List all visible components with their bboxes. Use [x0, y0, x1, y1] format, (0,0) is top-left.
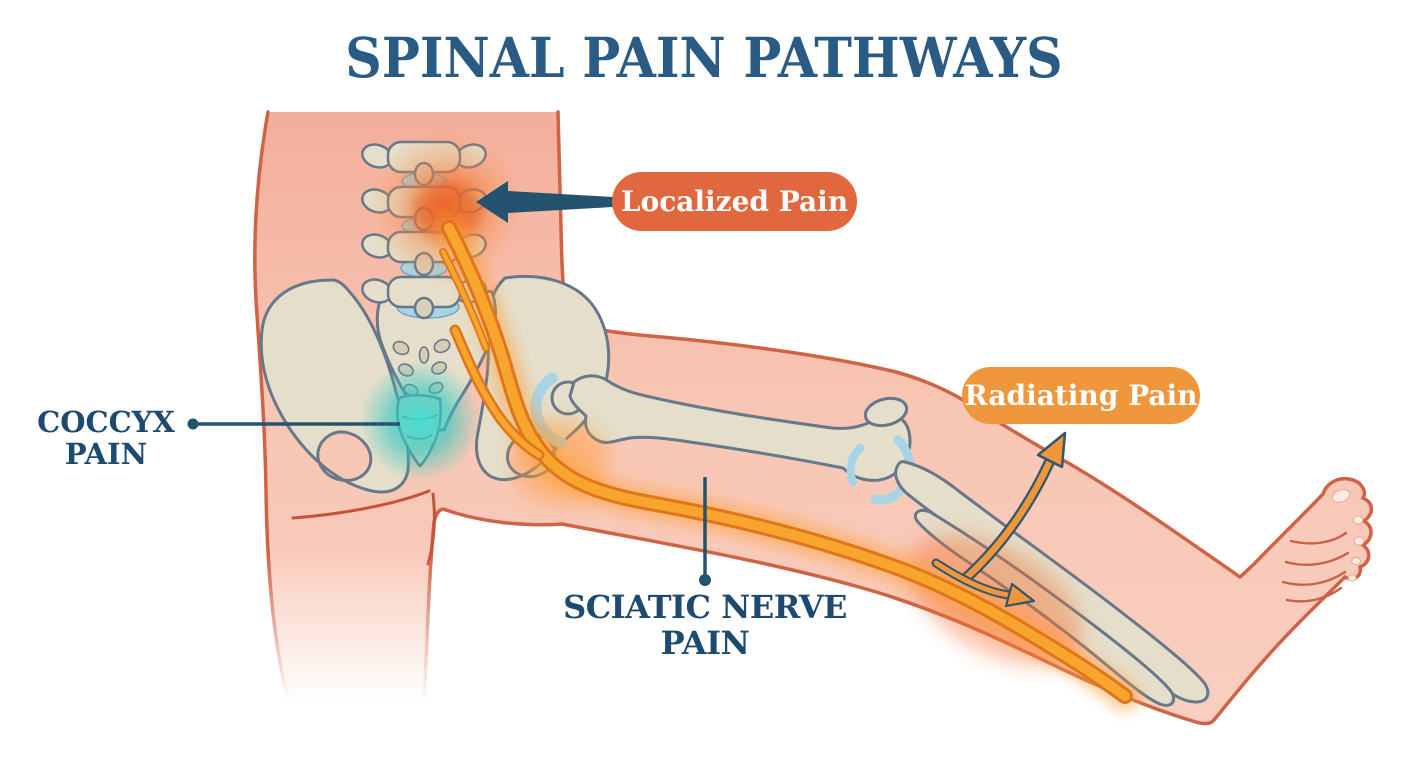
localized-pain-arrow — [476, 181, 613, 223]
coccyx-connector — [187, 418, 400, 430]
sciatic-nerve-pain-label: SCIATIC NERVE PAIN — [555, 588, 855, 662]
localized-pain-label-text: Localized Pain — [620, 185, 849, 218]
calf-radiating-arrow — [931, 558, 1036, 608]
sciatic-nerve-pain-line2: PAIN — [660, 623, 750, 662]
knee-cartilage-2 — [846, 444, 864, 486]
coccyx-pain-glow — [360, 361, 480, 481]
buttock-creases — [291, 489, 436, 566]
sciatic-nerve-pain-line1: SCIATIC NERVE — [563, 588, 847, 626]
body-skin — [253, 110, 1374, 726]
body-outline-fill — [254, 112, 1372, 724]
coccyx-pain-line1: COCCYX — [37, 405, 175, 439]
page-title: SPINAL PAIN PATHWAYS — [345, 25, 1063, 90]
coccyx-pain-line2: PAIN — [64, 437, 148, 472]
toe-creases — [1281, 531, 1350, 603]
patella — [863, 396, 909, 428]
localized-pain-label: Localized Pain — [612, 172, 857, 231]
radiating-pain-label-text: Radiating Pain — [964, 379, 1198, 412]
coccyx-pain-label: COCCYX PAIN — [20, 406, 192, 471]
radiating-pain-arrow — [960, 431, 1067, 584]
sciatic-connector — [699, 477, 711, 586]
body-outline-stroke — [253, 110, 1374, 726]
sciatic-nerve — [433, 212, 1141, 712]
toenails — [1331, 489, 1365, 582]
localized-pain-hotspot — [414, 182, 482, 238]
radiating-pain-label: Radiating Pain — [962, 367, 1200, 424]
